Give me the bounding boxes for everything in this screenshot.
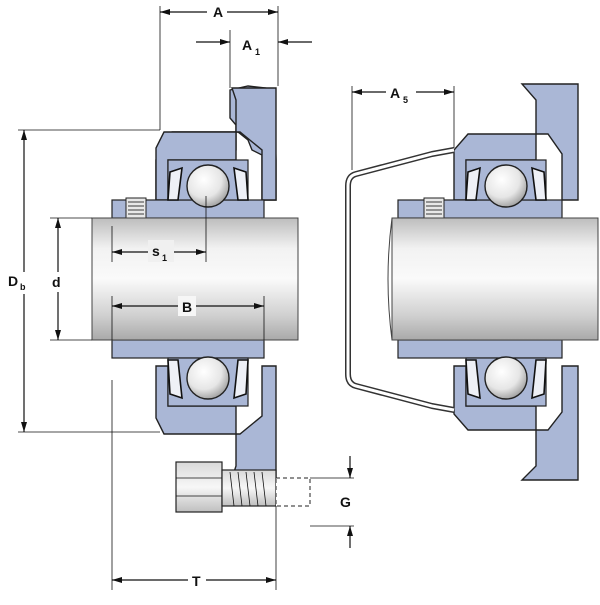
ball-upper-left (186, 164, 230, 208)
ball-upper-right (484, 164, 528, 208)
ball-lower-right (484, 356, 528, 400)
ball-lower-left (186, 356, 230, 400)
label-Db-sub: b (20, 282, 26, 292)
right-view: A 5 (345, 82, 599, 481)
seal-upper-left (167, 166, 183, 201)
label-Db: D (8, 273, 18, 289)
inner-ring-upper-right (397, 199, 563, 219)
set-screw (125, 197, 147, 219)
label-A: A (213, 4, 223, 20)
label-s1-sub: 1 (162, 253, 167, 263)
label-s1: s (152, 243, 160, 259)
shaft-left (91, 217, 299, 341)
label-B: B (182, 299, 192, 315)
shaft-right (391, 217, 599, 341)
inner-ring-lower (111, 339, 265, 359)
label-A5: A (390, 85, 400, 101)
seal-lower-right (233, 359, 249, 400)
mounting-bolt (175, 461, 311, 513)
label-T: T (192, 573, 201, 589)
label-A1-sub: 1 (255, 47, 260, 57)
set-screw-right (423, 197, 445, 219)
seal-lower-left (167, 359, 183, 400)
inner-ring-lower-right (397, 339, 563, 359)
seal-upper-right (233, 166, 249, 201)
label-d: d (52, 274, 61, 290)
label-G: G (340, 494, 351, 510)
label-A1: A (242, 37, 252, 53)
left-view: A A 1 D b d s 1 (6, 2, 354, 590)
label-A5-sub: 5 (403, 95, 408, 105)
